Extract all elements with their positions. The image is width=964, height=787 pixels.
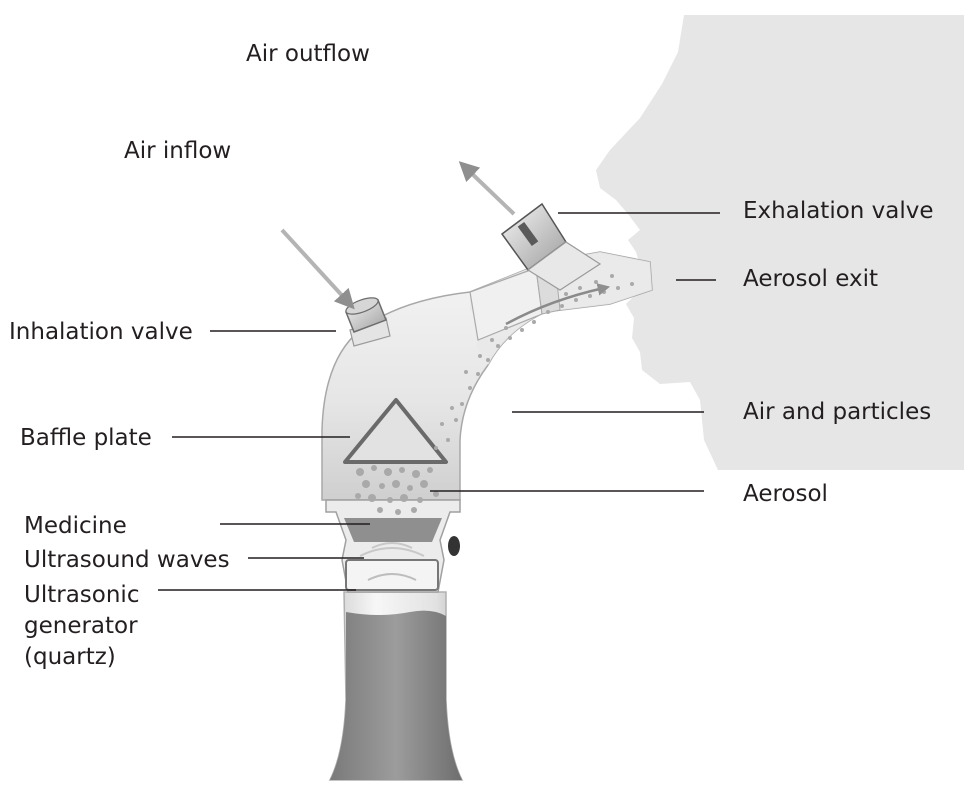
label-baffle-plate: Baffle plate: [20, 425, 152, 451]
label-inhalation-valve: Inhalation valve: [9, 319, 193, 345]
ultrasound-wave-2: [359, 547, 425, 557]
label-medicine: Medicine: [24, 513, 127, 539]
air-inflow-arrow: [280, 228, 355, 310]
label-air-inflow: Air inflow: [124, 138, 231, 164]
face-silhouette: [596, 15, 964, 470]
medicine-layer: [344, 518, 442, 542]
label-air-and-particles: Air and particles: [743, 399, 931, 425]
side-knob: [448, 536, 460, 556]
label-aerosol: Aerosol: [743, 481, 828, 507]
reservoir-liquid: [330, 610, 462, 780]
inhalation-valve-top: [345, 297, 379, 315]
label-aerosol-exit: Aerosol exit: [743, 266, 878, 292]
ultrasound-wave-1: [367, 573, 417, 581]
label-ultrasonic-generator-line2: generator: [24, 613, 138, 639]
ultrasound-wave-3: [371, 542, 413, 549]
label-ultrasound-waves: Ultrasound waves: [24, 547, 230, 573]
label-ultrasonic-generator-line1: Ultrasonic: [24, 582, 139, 608]
baffle-plate: [343, 398, 448, 464]
air-outflow-arrow: [458, 161, 516, 216]
exhalation-valve-base: [526, 241, 602, 291]
label-air-outflow: Air outflow: [246, 41, 370, 67]
label-exhalation-valve: Exhalation valve: [743, 198, 934, 224]
internal-flow-arrow: [505, 283, 611, 326]
exhalation-valve-slot: [517, 221, 539, 247]
aerosol-particles: [355, 274, 634, 515]
label-ultrasonic-generator-line3: (quartz): [24, 644, 116, 670]
